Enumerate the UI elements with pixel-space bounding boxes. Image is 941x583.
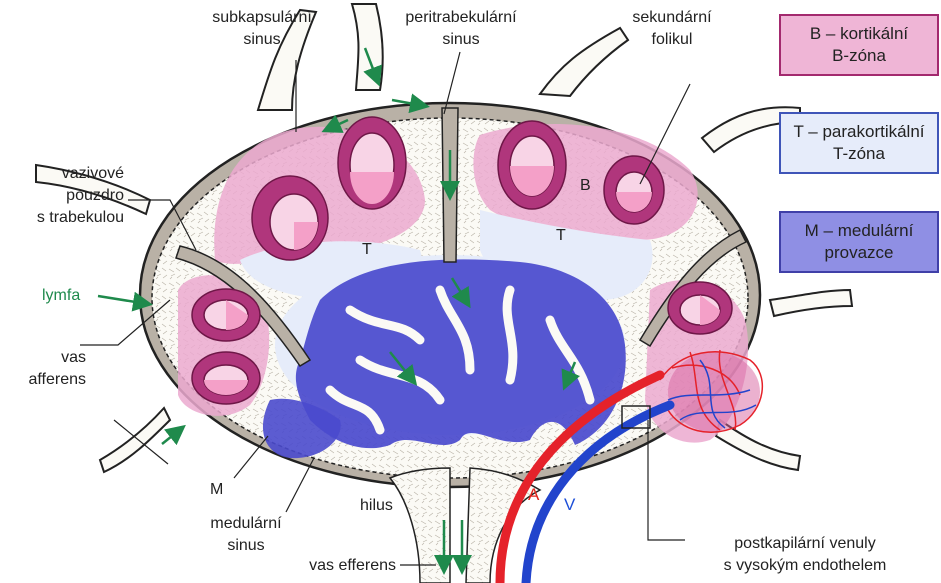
zone-m-letter: M xyxy=(210,481,223,498)
label-hilus: hilus xyxy=(360,497,393,514)
legend-b-line-2: B-zóna xyxy=(832,45,886,67)
label-vas-efferens: vas efferens xyxy=(309,557,396,574)
legend-b-line-1: B – kortikální xyxy=(810,23,908,45)
label-vein: V xyxy=(564,495,576,514)
legend-m-line-1: M – medulární xyxy=(805,220,914,242)
legend-t-line-1: T – parakortikální xyxy=(793,121,924,143)
legend-b-zone: B – kortikální B-zóna xyxy=(779,14,939,76)
zone-t-letter-left: T xyxy=(362,241,372,258)
zone-b-letter: B xyxy=(580,177,591,194)
zone-t-letter-right: T xyxy=(556,227,566,244)
legend-m-line-2: provazce xyxy=(825,242,894,264)
medullary-cords xyxy=(296,259,626,448)
hilum-channel xyxy=(390,468,450,583)
label-lymfa: lymfa xyxy=(42,287,80,304)
legend-t-zone: T – parakortikální T-zóna xyxy=(779,112,939,174)
legend-m-zone: M – medulární provazce xyxy=(779,211,939,273)
legend-t-line-2: T-zóna xyxy=(833,143,885,165)
label-artery: A xyxy=(528,485,540,504)
